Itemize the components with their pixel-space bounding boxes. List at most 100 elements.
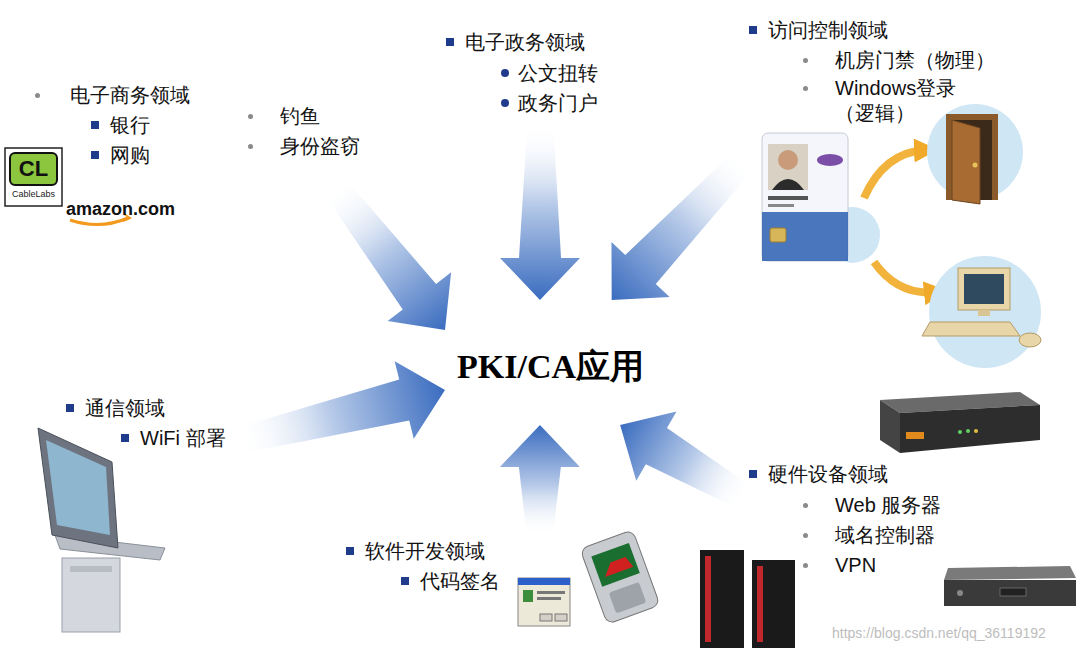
list-text: 银行 xyxy=(110,113,150,138)
topic-title: PKI/CA应用 xyxy=(457,347,644,387)
computer-picture xyxy=(964,274,1004,304)
bullet-dot xyxy=(248,144,253,149)
rack-device-picture xyxy=(958,430,962,434)
domain-heading: 软件开发领域 xyxy=(365,539,485,564)
rack-device-picture xyxy=(900,405,1040,453)
laptop-picture xyxy=(46,440,110,535)
bullet-square xyxy=(749,26,757,34)
laptop-picture xyxy=(38,428,118,548)
phone-picture xyxy=(580,530,660,624)
list-item: Web 服务器 xyxy=(835,493,941,518)
domain-heading: 访问控制领域 xyxy=(768,18,888,43)
list-item: 钓鱼 xyxy=(280,104,320,129)
bullet-square xyxy=(91,151,99,159)
bullet-square xyxy=(346,547,354,555)
list-item: VPN xyxy=(835,553,876,578)
list-text: VPN xyxy=(835,553,876,578)
list-text: 政务门户 xyxy=(518,91,598,116)
computer-picture xyxy=(978,310,990,316)
dialog-picture xyxy=(537,597,561,600)
list-item: Windows登录（逻辑） xyxy=(835,76,995,126)
domain-heading: 电子政务领域 xyxy=(465,30,585,55)
list-item: 政务门户 xyxy=(518,91,598,116)
server-cabinet-picture xyxy=(705,556,711,642)
bullet-square xyxy=(66,404,74,412)
domain-group: 访问控制领域机房门禁（物理） Windows登录（逻辑） xyxy=(745,15,1010,159)
block-arrow xyxy=(500,124,580,300)
phone-picture xyxy=(591,543,640,587)
door-picture xyxy=(952,120,980,204)
list-item: 域名控制器 xyxy=(835,523,935,548)
laptop-picture xyxy=(62,558,120,632)
vpn-box-picture xyxy=(944,580,1076,606)
id-card-picture xyxy=(768,196,808,200)
pointer-arrow xyxy=(864,150,926,198)
domain-group: 电子政务领域公文扭转政务门户 xyxy=(440,28,610,124)
list-item: 电子商务领域 xyxy=(70,83,190,108)
server-cabinet-picture xyxy=(757,566,763,642)
server-cabinet-picture xyxy=(752,560,795,648)
vpn-box-picture xyxy=(944,566,1076,580)
id-card-picture xyxy=(817,154,843,166)
bullet-square xyxy=(91,121,99,129)
id-card-picture xyxy=(778,150,798,170)
dialog-picture xyxy=(537,591,565,594)
list-text: 身份盗窃 xyxy=(280,134,360,159)
dialog-picture xyxy=(555,614,567,621)
dialog-picture xyxy=(523,590,533,602)
logo-text: CL xyxy=(10,156,57,181)
bullet-dot xyxy=(35,93,40,98)
id-card-picture xyxy=(768,204,794,207)
id-card-picture xyxy=(762,133,880,263)
logo-text: amazon.com xyxy=(66,199,175,220)
phone-picture xyxy=(580,530,660,624)
logo-text: CableLabs xyxy=(5,189,62,199)
block-arrow xyxy=(611,150,754,300)
id-card-picture xyxy=(772,179,804,190)
list-item: 访问控制领域 xyxy=(768,18,888,43)
door-picture xyxy=(927,104,1023,204)
list-item: 银行 xyxy=(110,113,150,138)
domain-group: 电子商务领域银行网购 钓鱼身份盗窃 xyxy=(30,80,375,185)
computer-picture xyxy=(922,322,1020,336)
computer-picture xyxy=(1019,333,1041,347)
phone-picture xyxy=(601,556,633,578)
bullet-circle xyxy=(501,99,509,107)
id-card-picture xyxy=(762,212,848,261)
id-card-picture xyxy=(770,228,786,242)
list-item: 硬件设备领域 xyxy=(768,462,888,487)
list-item: 网购 xyxy=(110,143,150,168)
block-arrow xyxy=(620,412,751,509)
laptop-picture xyxy=(38,428,165,632)
list-item: 机房门禁（物理） xyxy=(835,48,995,73)
server-cabinet-picture xyxy=(700,550,744,648)
block-arrow xyxy=(500,425,580,536)
vpn-box-picture xyxy=(957,590,963,596)
rack-device-picture xyxy=(880,392,1040,453)
bullet-square xyxy=(401,577,409,585)
list-text: 域名控制器 xyxy=(835,523,935,548)
pointer-arrow xyxy=(864,150,936,292)
bullet-dot xyxy=(803,503,808,508)
domain-heading: 通信领域 xyxy=(85,396,165,421)
list-text: 公文扭转 xyxy=(518,61,598,86)
bullet-square xyxy=(446,38,454,46)
list-text: 钓鱼 xyxy=(280,104,320,129)
list-text: 代码签名 xyxy=(420,569,500,594)
domain-heading: 硬件设备领域 xyxy=(768,462,888,487)
bullet-dot xyxy=(803,563,808,568)
bullet-dot xyxy=(248,114,253,119)
cablelabs-logo xyxy=(5,148,62,206)
computer-picture xyxy=(922,256,1041,368)
list-item: 身份盗窃 xyxy=(280,134,360,159)
list-item: 软件开发领域 xyxy=(365,539,485,564)
block-arrow xyxy=(234,361,445,454)
vpn-box-picture xyxy=(1000,588,1026,596)
block-arrow xyxy=(323,177,451,330)
laptop-picture xyxy=(70,566,112,572)
id-card-picture xyxy=(768,144,808,190)
bullet-square xyxy=(749,470,757,478)
computer-picture xyxy=(929,256,1041,368)
list-item: 通信领域 xyxy=(85,396,165,421)
